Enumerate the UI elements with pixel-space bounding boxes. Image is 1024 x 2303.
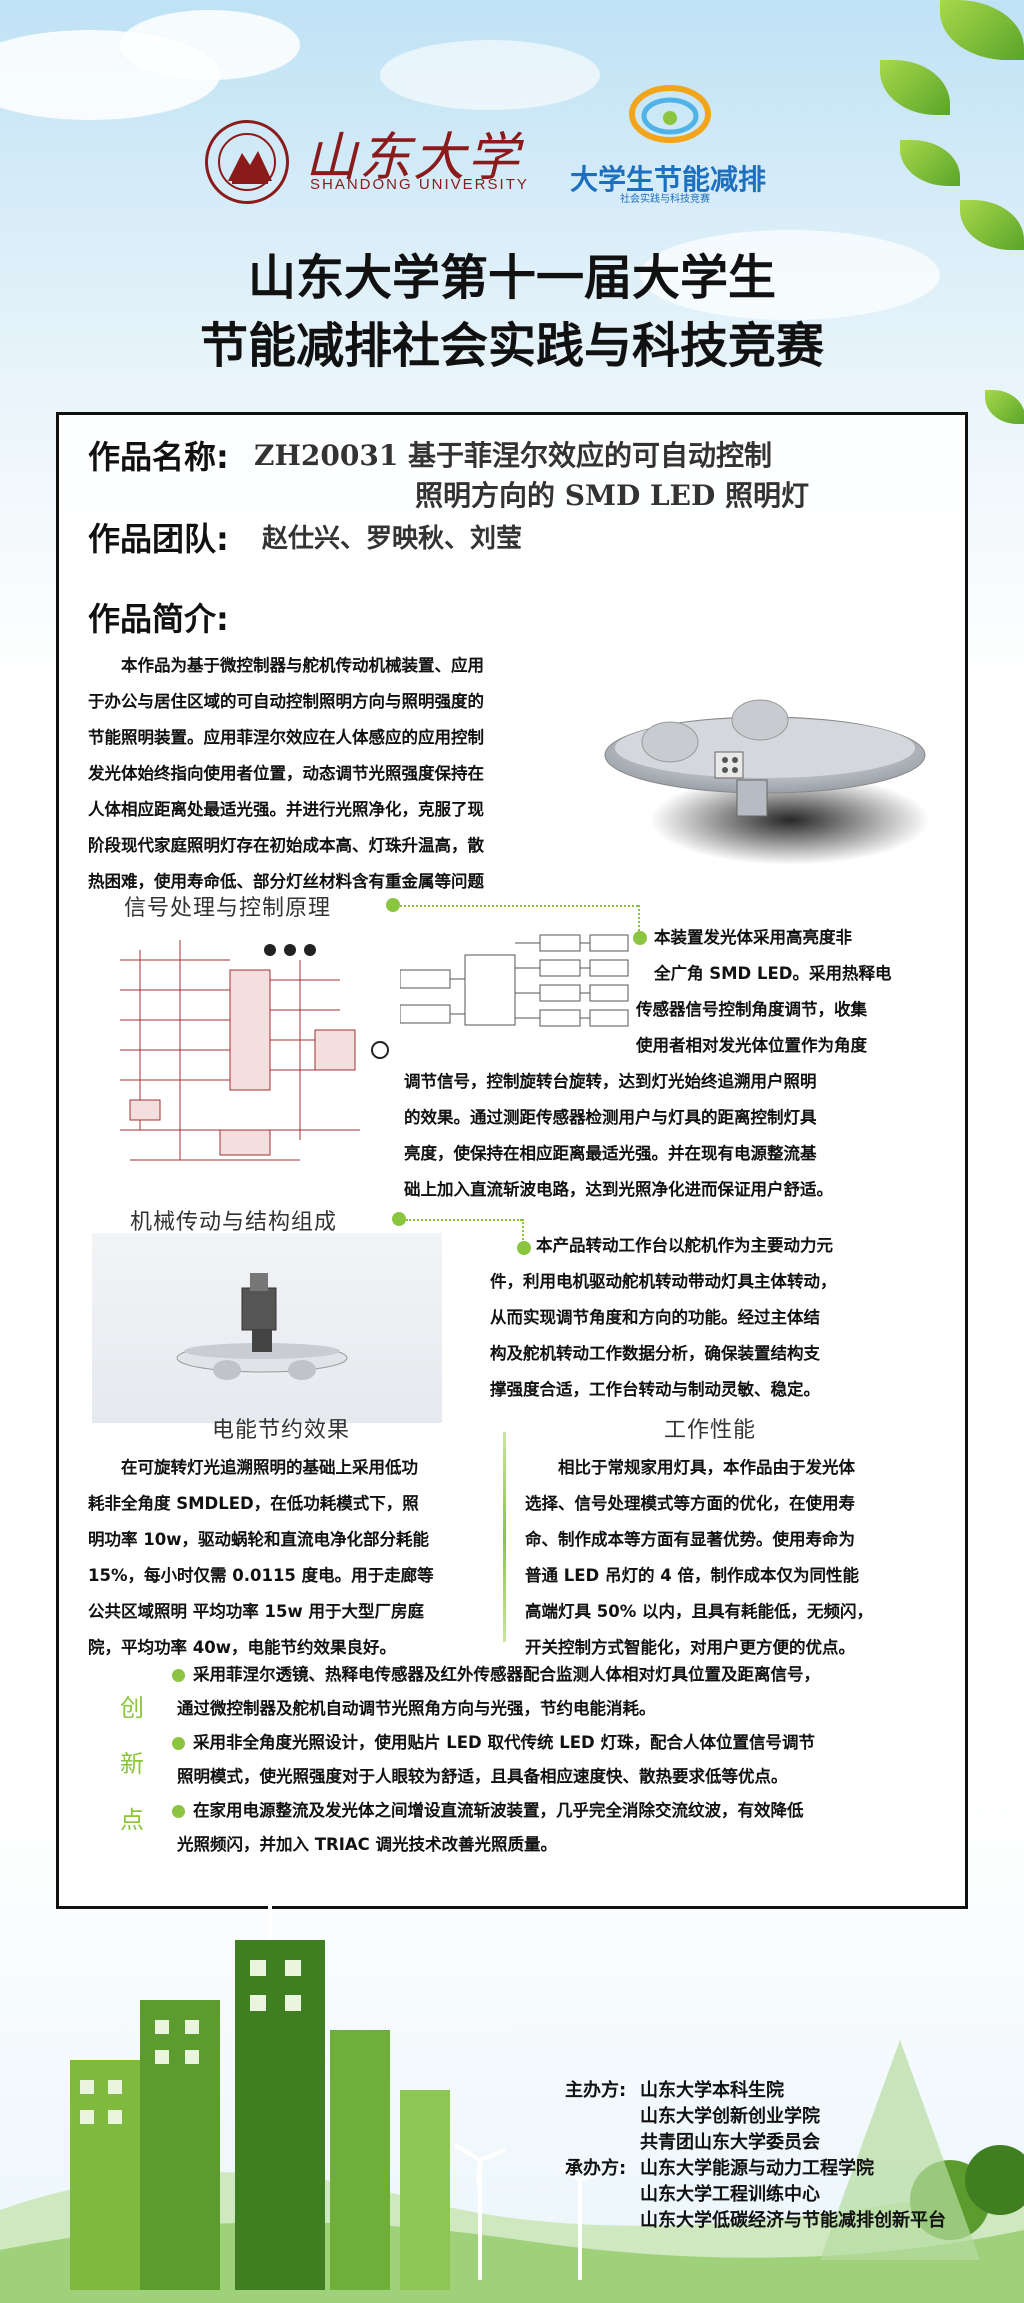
cloud-decoration: [640, 230, 940, 320]
performance-text: 相比于常规家用灯具，本作品由于发光体 选择、信号处理模式等方面的优化，在使用寿 …: [525, 1450, 925, 1666]
signal-line: 本装置发光体采用高亮度非: [654, 928, 852, 947]
mechanical-line: 构及舵机转动工作数据分析，确保装置结构支: [490, 1344, 820, 1363]
heading-dot: [392, 1212, 406, 1226]
work-name-label: 作品名称:: [88, 438, 229, 476]
innovation-side-char: 创: [120, 1694, 144, 1722]
bullet-icon: [172, 1669, 185, 1682]
innovation-item: 采用非全角度光照设计，使用贴片 LED 取代传统 LED 灯珠，配合人体位置信号…: [172, 1726, 952, 1794]
energy-line: 公共区域照明 平均功率 15w 用于大型厂房庭: [88, 1602, 424, 1621]
performance-line: 命、制作成本等方面有显著优势。使用寿命为: [525, 1530, 855, 1549]
sdu-seal-logo: [205, 120, 289, 204]
intro-line: 阶段现代家庭照明灯存在初始成本高、灯珠升温高，散: [88, 836, 484, 855]
performance-line: 相比于常规家用灯具，本作品由于发光体: [558, 1458, 855, 1477]
cloud-decoration: [380, 40, 600, 110]
heading-dotline: [400, 905, 638, 907]
performance-line: 开关控制方式智能化，对用户更方便的优点。: [525, 1638, 855, 1657]
bullet-icon: [172, 1737, 185, 1750]
undertaker-item: 山东大学能源与动力工程学院: [640, 2158, 874, 2179]
mechanical-line: 撑强度合适，工作台转动与制动灵敏、稳定。: [490, 1380, 820, 1399]
intro-line: 节能照明装置。应用菲涅尔效应在人体感应的应用控制: [88, 728, 484, 747]
heading-dotline-vertical: [522, 1219, 524, 1243]
performance-heading: 工作性能: [664, 1418, 757, 1443]
performance-line: 选择、信号处理模式等方面的优化，在使用寿: [525, 1494, 855, 1513]
energy-line: 院，平均功率 40w，电能节约效果良好。: [88, 1638, 396, 1657]
work-team-value: 赵仕兴、罗映秋、刘莹: [262, 524, 523, 554]
sdu-name-en: SHANDONG UNIVERSITY: [310, 176, 529, 193]
undertaker-item: 山东大学工程训练中心: [640, 2184, 820, 2205]
signal-text-bottom: 调节信号，控制旋转台旋转，达到灯光始终追溯用户照明 的效果。通过测距传感器检测用…: [404, 1064, 924, 1208]
mechanical-line: 从而实现调节角度和方向的功能。经过主体结: [490, 1308, 820, 1327]
heading-dotline: [406, 1219, 522, 1221]
innovation-list: 采用菲涅尔透镜、热释电传感器及红外传感器配合监测人体相对灯具位置及距离信号， 通…: [172, 1658, 952, 1862]
mechanical-heading: 机械传动与结构组成: [130, 1210, 338, 1235]
paragraph-dot: [517, 1241, 531, 1255]
signal-text-top: 本装置发光体采用高亮度非 全广角 SMD LED。采用热释电 传感器信号控制角度…: [636, 920, 904, 1064]
intro-line: 人体相应距离处最适光强。并进行光照净化，克服了现: [88, 800, 484, 819]
lamp-3d-render: [604, 699, 930, 865]
paragraph-dot: [633, 931, 647, 945]
host-item: 共青团山东大学委员会: [640, 2132, 820, 2153]
page-title-line2: 节能减排社会实践与科技竞赛: [199, 318, 824, 374]
work-name-line1: ZH20031 基于菲涅尔效应的可自动控制: [254, 439, 773, 472]
competition-logo-icon: [629, 85, 711, 143]
energy-heading: 电能节约效果: [212, 1418, 351, 1443]
performance-line: 高端灯具 50% 以内，且具有耗能低，无频闪，: [525, 1602, 873, 1621]
green-city-illustration: [0, 1880, 1024, 2303]
circuit-schematic-diagram: [120, 940, 389, 1161]
energy-line: 在可旋转灯光追溯照明的基础上采用低功: [121, 1458, 418, 1477]
column-divider: [503, 1432, 506, 1642]
work-team-label: 作品团队:: [88, 520, 229, 558]
work-intro-label: 作品简介:: [88, 600, 229, 638]
leaf-decoration: [900, 140, 960, 186]
signal-line: 的效果。通过测距传感器检测用户与灯具的距离控制灯具: [404, 1108, 817, 1127]
control-flow-diagram: [400, 934, 629, 1027]
intro-line: 热困难，使用寿命低、部分灯丝材料含有重金属等问题: [88, 872, 484, 891]
page-title-line1: 山东大学第十一届大学生: [247, 250, 776, 306]
leaf-decoration: [940, 0, 1024, 60]
mechanical-line: 件，利用电机驱动舵机转动带动灯具主体转动，: [490, 1272, 837, 1291]
signal-line: 全广角 SMD LED。采用热释电: [654, 964, 892, 983]
mechanical-text: 本产品转动工作台以舵机作为主要动力元 件，利用电机驱动舵机转动带动灯具主体转动，…: [490, 1228, 920, 1408]
competition-logo-sub: 社会实践与科技竞赛: [620, 194, 710, 205]
mechanical-structure-render: [92, 1233, 442, 1423]
performance-line: 普通 LED 吊灯的 4 倍，制作成本仅为同性能: [525, 1566, 859, 1585]
signal-line: 使用者相对发光体位置作为角度: [636, 1036, 867, 1055]
heading-dotline-vertical: [638, 905, 640, 935]
leaf-decoration: [985, 390, 1024, 424]
cloud-decoration: [120, 10, 300, 80]
heading-dot: [386, 898, 400, 912]
host-label: 主办方:: [565, 2080, 627, 2101]
innovation-side-char: 点: [120, 1806, 144, 1834]
bullet-icon: [172, 1805, 185, 1818]
intro-line: 于办公与居住区域的可自动控制照明方向与照明强度的: [88, 692, 484, 711]
energy-text: 在可旋转灯光追溯照明的基础上采用低功 耗非全角度 SMDLED，在低功耗模式下，…: [88, 1450, 480, 1666]
undertaker-list: 山东大学能源与动力工程学院 山东大学工程训练中心 山东大学低碳经济与节能减排创新…: [640, 2156, 946, 2234]
signal-heading: 信号处理与控制原理: [124, 896, 332, 921]
energy-line: 明功率 10w，驱动蜗轮和直流电净化部分耗能: [88, 1530, 429, 1549]
intro-line: 发光体始终指向使用者位置，动态调节光照强度保持在: [88, 764, 484, 783]
energy-line: 15%，每小时仅需 0.0115 度电。用于走廊等: [88, 1566, 434, 1585]
innovation-side-char: 新: [120, 1750, 144, 1778]
leaf-decoration: [880, 60, 950, 115]
undertaker-label: 承办方:: [565, 2158, 627, 2179]
host-item: 山东大学本科生院: [640, 2080, 784, 2101]
undertaker-item: 山东大学低碳经济与节能减排创新平台: [640, 2210, 946, 2231]
energy-line: 耗非全角度 SMDLED，在低功耗模式下，照: [88, 1494, 419, 1513]
sdu-name: 山东大学: [305, 128, 522, 188]
innovation-item: 在家用电源整流及发光体之间增设直流斩波装置，几乎完全消除交流纹波，有效降低 光照…: [172, 1794, 952, 1862]
host-item: 山东大学创新创业学院: [640, 2106, 820, 2127]
signal-line: 亮度，使保持在相应距离最适光强。并在现有电源整流基: [404, 1144, 817, 1163]
work-name-line2: 照明方向的 SMD LED 照明灯: [415, 479, 810, 512]
mechanical-line: 本产品转动工作台以舵机作为主要动力元: [536, 1236, 833, 1255]
host-list: 山东大学本科生院 山东大学创新创业学院 共青团山东大学委员会: [640, 2078, 820, 2156]
signal-line: 调节信号，控制旋转台旋转，达到灯光始终追溯用户照明: [404, 1072, 817, 1091]
intro-text: 本作品为基于微控制器与舵机传动机械装置、应用 于办公与居住区域的可自动控制照明方…: [88, 648, 548, 900]
innovation-item: 采用菲涅尔透镜、热释电传感器及红外传感器配合监测人体相对灯具位置及距离信号， 通…: [172, 1658, 952, 1726]
intro-line: 本作品为基于微控制器与舵机传动机械装置、应用: [121, 656, 484, 675]
signal-line: 传感器信号控制角度调节，收集: [636, 1000, 867, 1019]
competition-logo-name: 大学生节能减排: [570, 163, 767, 196]
signal-line: 础上加入直流斩波电路，达到光照净化进而保证用户舒适。: [404, 1180, 833, 1199]
